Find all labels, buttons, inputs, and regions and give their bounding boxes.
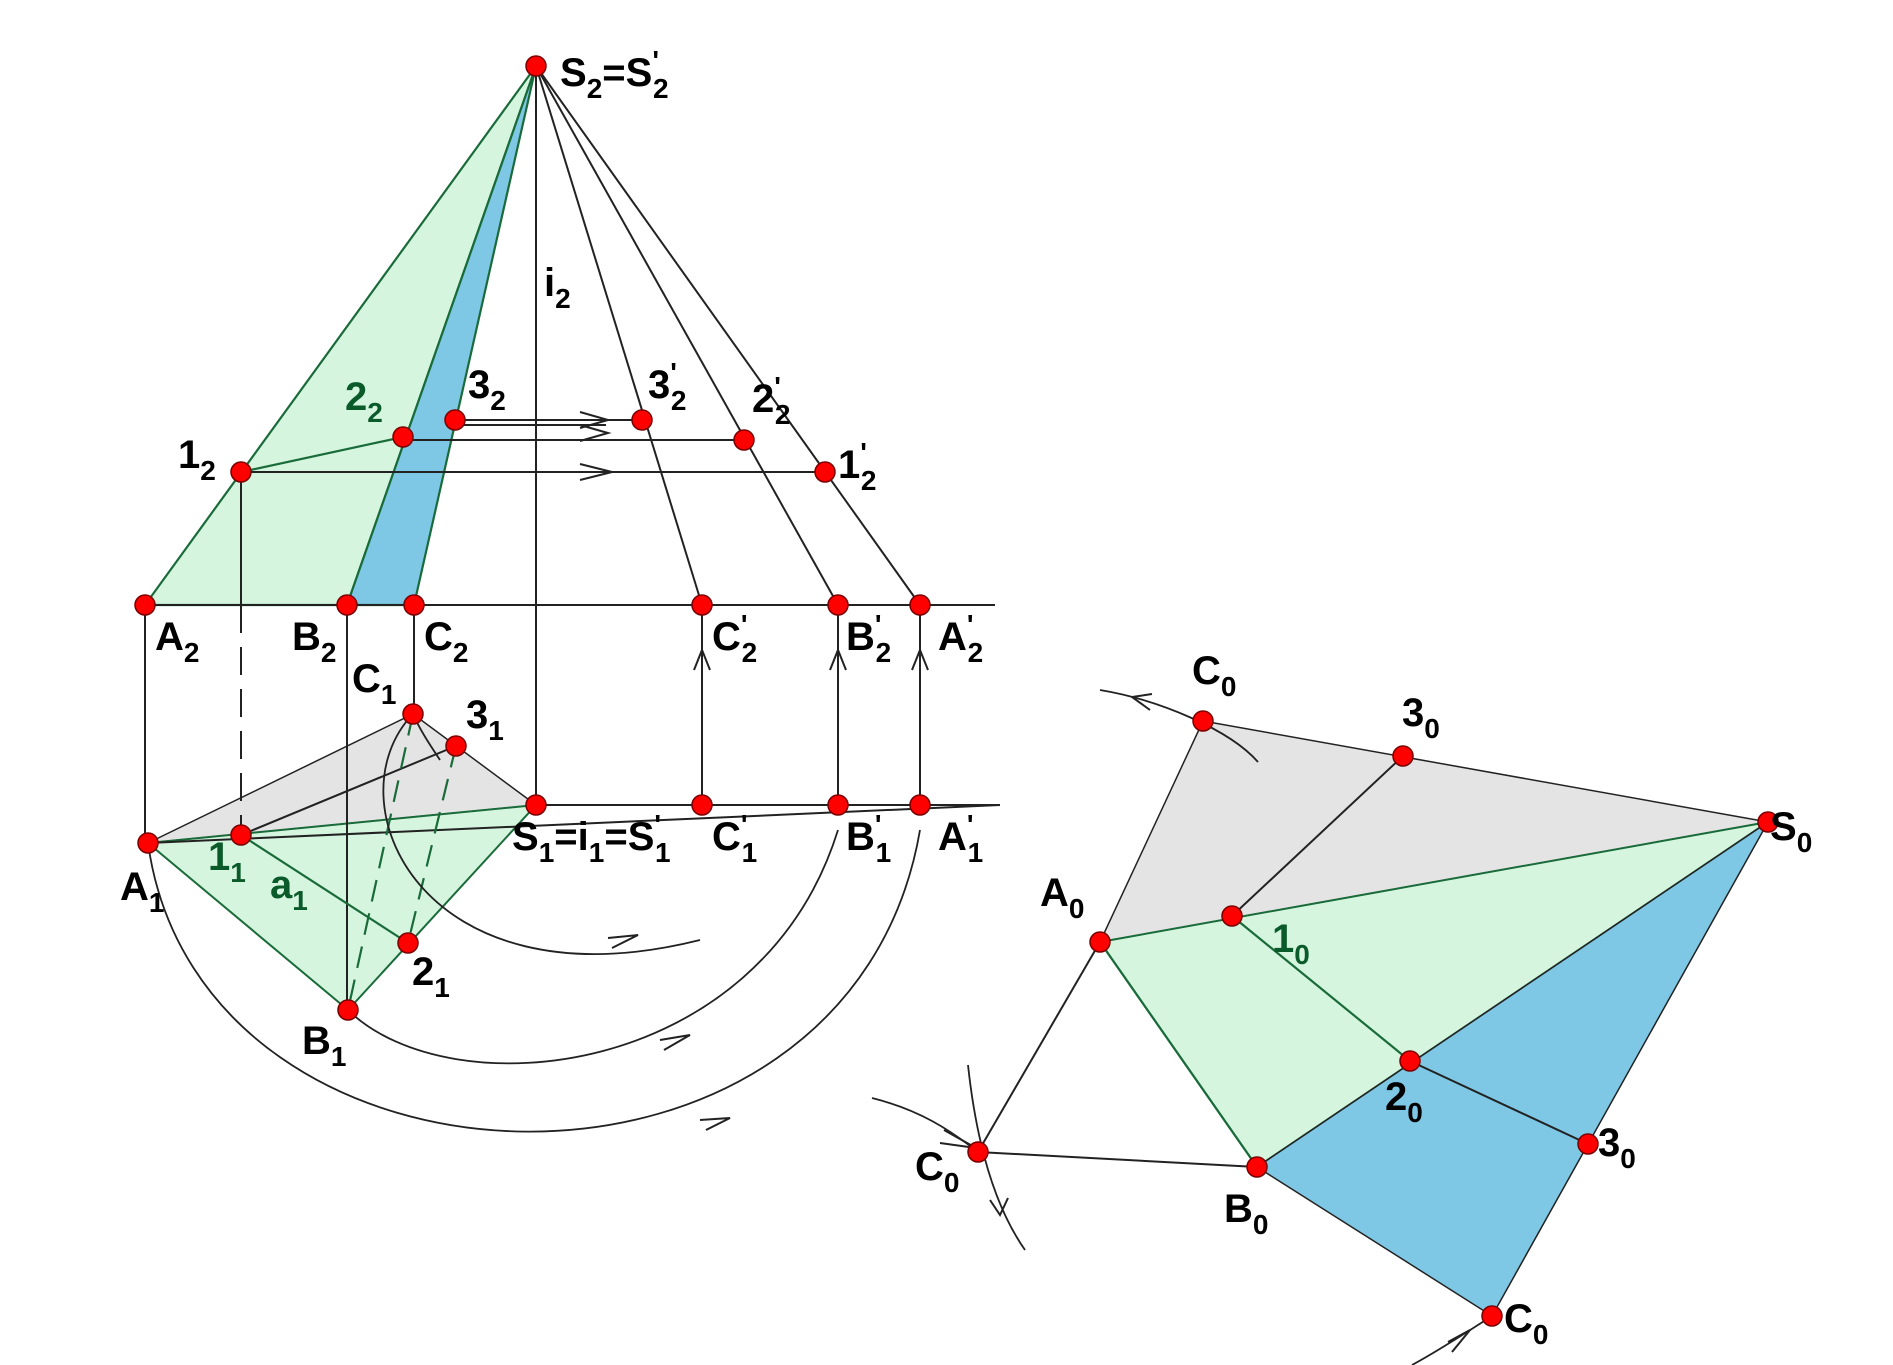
point-s1	[525, 794, 547, 816]
point-1-1	[230, 824, 252, 846]
point-ap1	[909, 794, 931, 816]
point-c1	[402, 703, 424, 725]
point-ap2	[909, 594, 931, 616]
point-1p-2	[814, 461, 836, 483]
points	[134, 55, 1779, 1327]
label-2p-2: 2'2	[752, 371, 791, 430]
point-c0-left	[967, 1141, 989, 1163]
labels: S2=S'2 i2 12 22 32 3'2 2'2 1'2 A2 B2 C2	[120, 45, 1812, 1350]
label-1p-2: 1'2	[838, 437, 877, 496]
point-cp1	[691, 794, 713, 816]
label-2-2: 22	[345, 375, 383, 428]
point-1-2	[230, 461, 252, 483]
label-c0-bottom: C0	[1504, 1297, 1548, 1350]
point-cp2	[691, 594, 713, 616]
point-b2	[336, 594, 358, 616]
development-faces	[1098, 720, 1769, 1318]
label-cp1: C'1	[712, 809, 757, 868]
point-3-0-bottom	[1577, 1133, 1599, 1155]
label-1-0: 10	[1272, 917, 1310, 970]
front-view-lines	[144, 65, 995, 1010]
label-a-1: a1	[270, 863, 308, 916]
point-2-0	[1399, 1050, 1421, 1072]
point-3p-2	[631, 409, 653, 431]
point-1-0	[1221, 905, 1243, 927]
label-b2: B2	[292, 615, 336, 668]
development-lines	[871, 689, 1589, 1365]
label-1-2: 12	[178, 433, 216, 486]
point-a0	[1089, 931, 1111, 953]
point-bp2	[827, 594, 849, 616]
face-dev-blue	[1255, 821, 1769, 1318]
point-3-0-top	[1392, 745, 1414, 767]
label-s0: S0	[1770, 805, 1812, 858]
label-s1: S1=i1=S'1	[512, 809, 671, 868]
label-a0: A0	[1040, 871, 1084, 924]
point-2-1	[397, 932, 419, 954]
face-sab-front	[142, 65, 538, 607]
label-3-2: 32	[468, 363, 506, 416]
point-s2	[525, 55, 547, 77]
label-3p-2: 3'2	[648, 357, 687, 416]
point-b1	[337, 999, 359, 1021]
point-3-1	[445, 735, 467, 757]
label-ap2: A'2	[938, 609, 983, 668]
label-c0-top: C0	[1192, 649, 1236, 702]
point-c0-top	[1192, 710, 1214, 732]
point-a1	[137, 832, 159, 854]
top-view-lines	[147, 713, 1001, 1133]
label-bp2: B'2	[846, 609, 891, 668]
point-b0	[1246, 1156, 1268, 1178]
point-c0-bottom	[1481, 1305, 1503, 1327]
point-2-2	[392, 426, 414, 448]
label-a2: A2	[155, 615, 199, 668]
label-2-0: 20	[1385, 1075, 1423, 1128]
point-a2	[134, 594, 156, 616]
label-s2: S2=S'2	[560, 45, 669, 104]
top-view-faces	[145, 713, 539, 1012]
point-c2	[403, 594, 425, 616]
label-3-1: 31	[466, 693, 504, 746]
point-2p-2	[733, 429, 755, 451]
label-1-1: 11	[208, 835, 246, 888]
label-a1: A1	[120, 865, 164, 918]
label-ap1: A'1	[938, 809, 983, 868]
label-cp2: C'2	[712, 609, 757, 668]
label-2-1: 21	[412, 950, 450, 1003]
label-c1: C1	[352, 657, 396, 710]
label-3-0-top: 30	[1402, 691, 1440, 744]
point-bp1	[827, 794, 849, 816]
point-s0	[1757, 811, 1779, 833]
label-bp1: B'1	[846, 809, 891, 868]
label-3-0-bottom: 30	[1598, 1121, 1636, 1174]
label-c2: C2	[424, 615, 468, 668]
label-i2: i2	[544, 261, 571, 314]
front-view-faces	[142, 65, 538, 607]
point-3-2	[444, 409, 466, 431]
label-c0-left: C0	[915, 1145, 959, 1198]
label-b1: B1	[302, 1019, 346, 1072]
label-b0: B0	[1224, 1187, 1268, 1240]
